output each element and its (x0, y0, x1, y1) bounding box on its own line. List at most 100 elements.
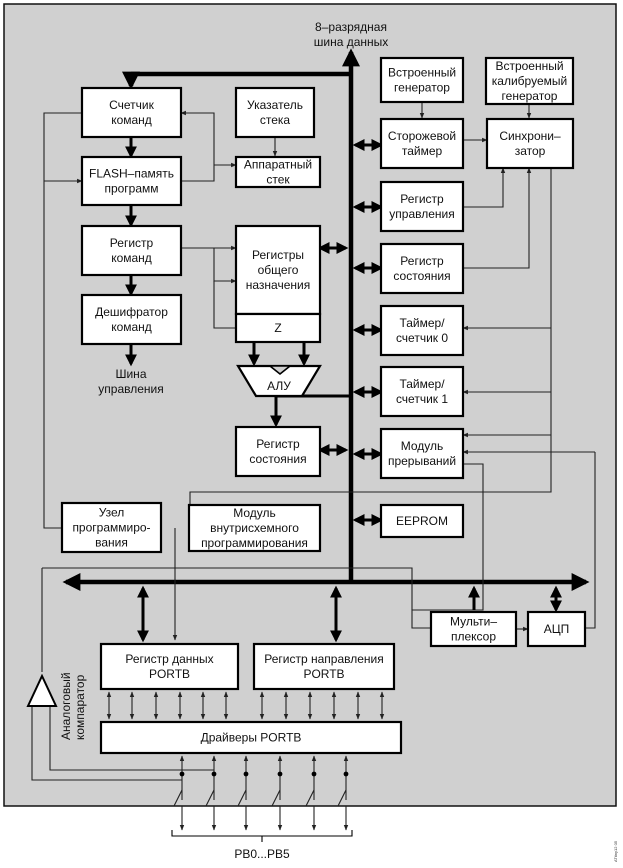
portb-direction-register-label: PORTB (303, 667, 344, 681)
z-register: Z (234, 312, 322, 344)
portb-data-register-label: PORTB (149, 667, 190, 681)
adc-label: АЦП (544, 622, 570, 636)
portb-drivers: Драйверы PORTB (99, 720, 403, 755)
side-code: ATtiny12 05 (613, 840, 618, 862)
pin-bend-2 (237, 789, 247, 807)
instruction-register-label: Регистр (110, 236, 154, 250)
synchronizer: Синхрони–затор (485, 117, 575, 170)
instruction-decoder-label: Дешифратор (95, 305, 168, 319)
pin-node-0 (179, 771, 185, 777)
port-pins (173, 755, 349, 831)
pin-bend-4 (305, 789, 315, 807)
pins-label: PB0...PB5 (234, 847, 290, 861)
interrupt-module-label: Модуль (401, 439, 444, 453)
comparator-label-line1: Аналоговый (59, 672, 73, 740)
timer-counter-0-label: счетчик 0 (396, 331, 448, 345)
status-register-left-label: Регистр (256, 437, 300, 451)
interrupt-module-label: прерываний (388, 454, 456, 468)
synchronizer-label: Синхрони– (499, 129, 561, 143)
watchdog-timer-label: таймер (402, 144, 443, 158)
cpu-internal-paths (125, 137, 351, 456)
pin-node-5 (343, 771, 349, 777)
control-register-label: Регистр (400, 192, 444, 206)
timer-counter-1-label: счетчик 1 (396, 392, 448, 406)
portb-direction-register-label: Регистр направления (264, 652, 383, 666)
calibrated-oscillator-label: Встроенный (495, 59, 563, 73)
status-register-right-label: состояния (393, 269, 450, 283)
status-register-left-label: состояния (249, 452, 306, 466)
cpu-control-lines (43, 110, 278, 529)
instruction-register-label: команд (111, 251, 152, 265)
z-register-label: Z (274, 321, 281, 335)
calibrated-oscillator-label: генератор (502, 89, 558, 103)
program-counter-label: команд (111, 113, 152, 127)
comparator-label-line2: компаратор (73, 674, 87, 740)
blocks: СчетчиккомандУказательстекаFLASH–памятьп… (60, 56, 587, 755)
status-register-right-label: Регистр (400, 254, 444, 268)
instruction-decoder-label: команд (111, 320, 152, 334)
control-register-label: управления (389, 207, 454, 221)
timer-counter-0: Таймер/счетчик 0 (379, 304, 465, 357)
eeprom: EEPROM (379, 503, 465, 539)
portb-drivers-label: Драйверы PORTB (201, 731, 302, 745)
pin-bend-5 (337, 789, 347, 807)
general-registers-label: общего (258, 263, 299, 277)
isp-module-label: внутрисхемного (210, 521, 299, 535)
multiplexer-label: Мульти– (450, 615, 497, 629)
io-bus-arrows (352, 139, 384, 526)
io-control-lines (187, 102, 596, 629)
port-paths (31, 528, 562, 781)
internal-oscillator-label: Встроенный (388, 66, 456, 80)
pin-node-1 (211, 771, 217, 777)
calibrated-oscillator-label: калибруемый (492, 74, 567, 88)
driver-links (106, 691, 385, 720)
pin-bracket (171, 830, 353, 837)
multiplexer-label: плексор (451, 630, 496, 644)
general-registers-label: назначения (246, 278, 310, 292)
pin-bend-0 (173, 789, 183, 807)
multiplexer: Мульти–плексор (429, 610, 518, 648)
stack-pointer-label: стека (260, 113, 291, 127)
timer-counter-1-label: Таймер/ (399, 377, 445, 391)
program-counter-label: Счетчик (109, 98, 155, 112)
data-bus-label-line2: шина данных (314, 35, 389, 49)
hardware-stack-label: стек (266, 173, 290, 187)
adc: АЦП (526, 610, 587, 648)
pin-bend-3 (271, 789, 281, 807)
programming-unit-label: вания (95, 536, 128, 550)
general-registers-label: Регистры (252, 248, 304, 262)
synchronizer-label: затор (515, 144, 546, 158)
stack-pointer-label: Указатель (247, 98, 303, 112)
programming-unit-label: Узел (99, 506, 125, 520)
programming-unit-label: программиро- (72, 521, 150, 535)
pin-node-3 (277, 771, 283, 777)
isp-module-label: программирования (201, 536, 308, 550)
data-bus-label-line1: 8–разрядная (315, 20, 387, 34)
comparator-symbol (26, 673, 58, 707)
pin-node-4 (311, 771, 317, 777)
pin-node-2 (243, 771, 249, 777)
eeprom-label: EEPROM (396, 514, 448, 528)
alu: АЛУ (236, 364, 322, 398)
internal-oscillator-label: генератор (394, 81, 450, 95)
control-bus-label-line2: управления (98, 382, 163, 396)
control-bus-label-line1: Шина (115, 367, 146, 381)
pin-bend-1 (205, 789, 215, 807)
